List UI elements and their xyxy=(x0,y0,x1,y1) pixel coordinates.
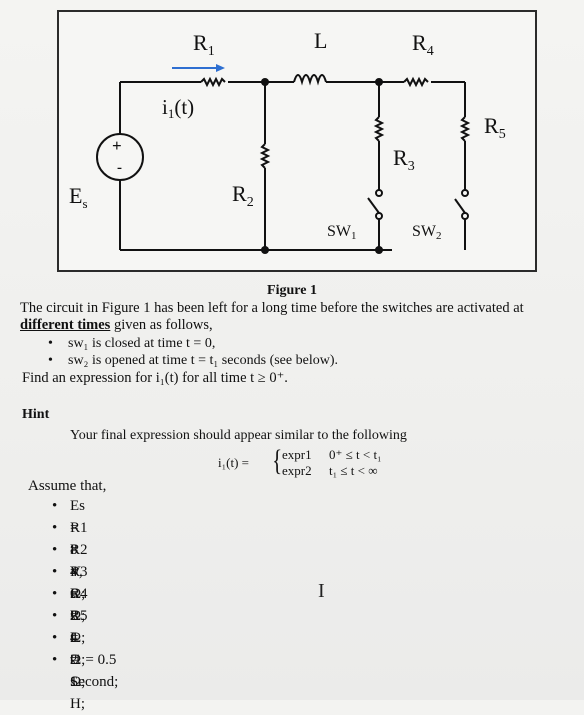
bullet-point: • xyxy=(52,586,58,602)
find-expression: Find an expression for i₁(t) for all tim… xyxy=(22,370,288,386)
sw1-blade xyxy=(367,197,380,214)
parameter-text: R2 = 6 Ω; xyxy=(70,542,88,624)
parameter-text: R5 = 2 Ω; xyxy=(70,608,88,690)
sw2-contact-bottom xyxy=(461,212,469,220)
resistor-r3 xyxy=(373,116,385,142)
figure-caption: Figure 1 xyxy=(267,283,317,298)
sw2-contact-top xyxy=(461,189,469,197)
resistor-r5 xyxy=(459,116,471,142)
bullet-point: • xyxy=(52,564,58,580)
source-plus: + xyxy=(112,136,122,155)
resistor-r2 xyxy=(259,143,271,169)
underlined-text: different times xyxy=(20,317,111,333)
text-cursor-icon: I xyxy=(318,580,325,602)
sw2-blade xyxy=(454,198,466,214)
label-r5: R5 xyxy=(484,113,506,142)
parameter-text: t1 = 0.5 Second; xyxy=(70,652,119,690)
resistor-r4 xyxy=(403,76,429,88)
bullet-point: • xyxy=(52,520,58,536)
sw1-contact-bottom xyxy=(375,212,383,220)
label-r4: R4 xyxy=(412,30,434,59)
source-minus: - xyxy=(117,160,122,176)
bullet-point: • xyxy=(52,498,58,514)
problem-statement: The circuit in Figure 1 has been left fo… xyxy=(20,300,524,334)
node-bottom-r2 xyxy=(261,246,269,254)
bullet-point: • xyxy=(52,608,58,624)
label-r3: R3 xyxy=(393,145,415,174)
assume-title: Assume that, xyxy=(28,478,107,494)
circuit-figure: R1 L R4 R5 R3 R2 i1(t) Es + - SW1 SW2 xyxy=(57,10,537,272)
label-l: L xyxy=(314,28,327,53)
bullet-point: • xyxy=(52,630,58,646)
label-current: i1(t) xyxy=(162,95,194,121)
hint-text: Your final expression should appear simi… xyxy=(70,428,407,443)
parameter-text: R1 = 4 Ω; xyxy=(70,520,88,602)
label-r1: R1 xyxy=(193,30,215,59)
inductor-l xyxy=(293,74,327,86)
parameter-text: R3 = 2 Ω; xyxy=(70,564,88,646)
label-sw2: SW2 xyxy=(412,223,442,242)
problem-line-2: different times given as follows, xyxy=(20,317,213,333)
hint-title: Hint xyxy=(22,407,50,422)
label-sw1: SW1 xyxy=(327,223,357,242)
label-source: Es xyxy=(69,183,88,211)
node-top-r2 xyxy=(261,78,269,86)
circuit-diagram: R1 L R4 R5 R3 R2 i1(t) Es + - SW1 SW2 xyxy=(69,28,506,254)
bullet-point: • xyxy=(52,652,58,668)
parameter-text: Es = 8 V, xyxy=(70,498,85,580)
bullet-point: • xyxy=(52,542,58,558)
problem-line-1: The circuit in Figure 1 has been left fo… xyxy=(20,300,524,316)
resistor-r1 xyxy=(200,76,226,88)
current-arrow xyxy=(172,64,225,72)
label-r2: R2 xyxy=(232,181,254,210)
node-top-r3 xyxy=(375,78,383,86)
sw1-contact-top xyxy=(375,189,383,197)
node-bottom-r3 xyxy=(375,246,383,254)
parameter-text: R4 = 4 Ω; xyxy=(70,586,88,668)
